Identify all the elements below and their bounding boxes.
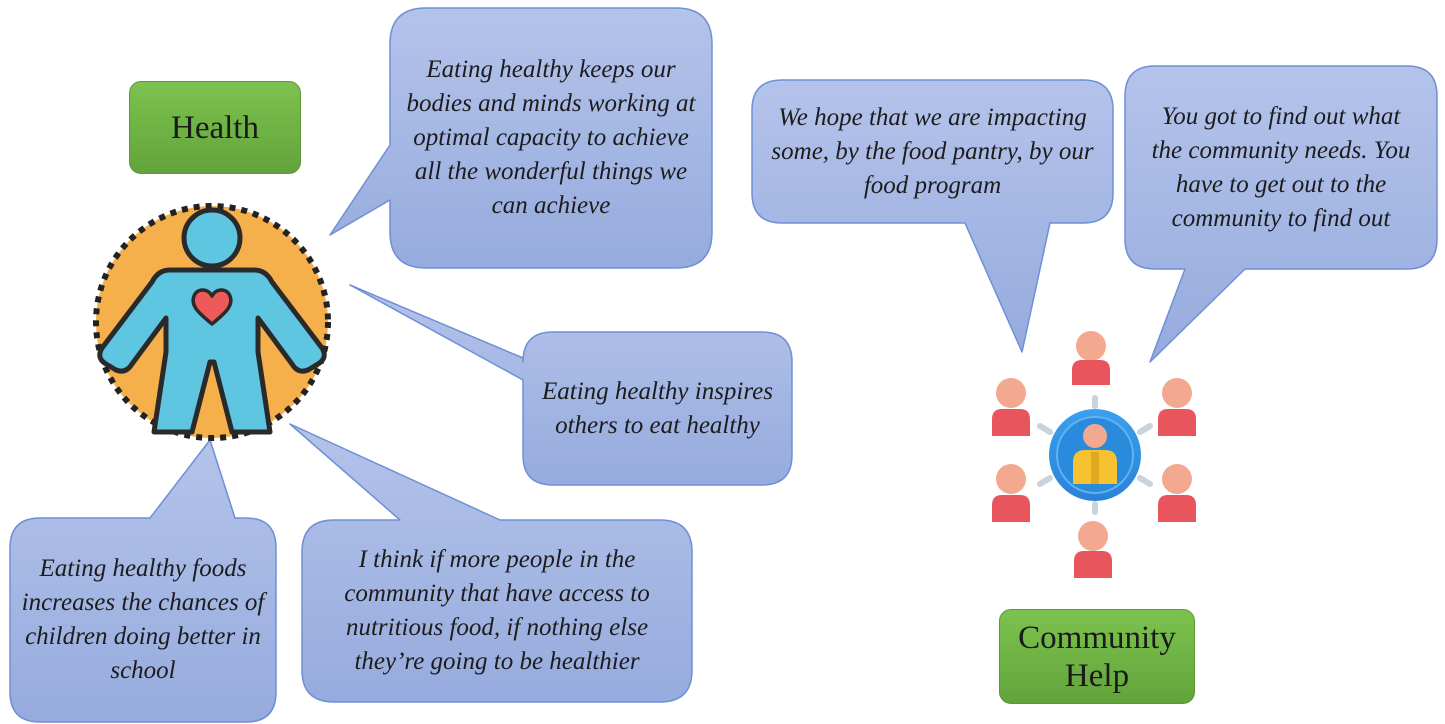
person-icon-bottom	[1074, 521, 1112, 578]
bubble-inspires-text: Eating healthy inspires others to eat he…	[542, 377, 773, 439]
person-with-heart-icon	[93, 203, 331, 441]
person-icon-top	[1072, 331, 1110, 385]
bubble-shape-body-mind	[329, 7, 713, 269]
person-icon-lower-left	[992, 464, 1030, 522]
bubble-body-mind-text: Eating healthy keeps our bodies and mind…	[406, 56, 696, 219]
person-icon-lower-right	[1158, 464, 1196, 522]
health-label: Health	[129, 81, 301, 174]
bubble-food-pantry-text: We hope that we are impacting some, by t…	[771, 103, 1094, 199]
bubble-school-text: Eating healthy foods increases the chanc…	[21, 555, 265, 684]
community-help-label: Community Help	[999, 609, 1195, 704]
community-network-icon	[992, 331, 1196, 578]
bubble-shape-school	[9, 439, 277, 723]
bubble-shape-find-out	[1124, 65, 1438, 363]
bubble-find-out-text: You got to find out what the community n…	[1151, 102, 1411, 232]
bubble-shape-access	[289, 423, 693, 703]
person-icon-upper-left	[992, 378, 1030, 436]
bubble-access-text: I think if more people in the community …	[344, 546, 650, 675]
bubble-shape-inspires	[349, 284, 793, 486]
bubble-shape-food-pantry	[751, 79, 1114, 353]
person-icon-upper-right	[1158, 378, 1196, 436]
